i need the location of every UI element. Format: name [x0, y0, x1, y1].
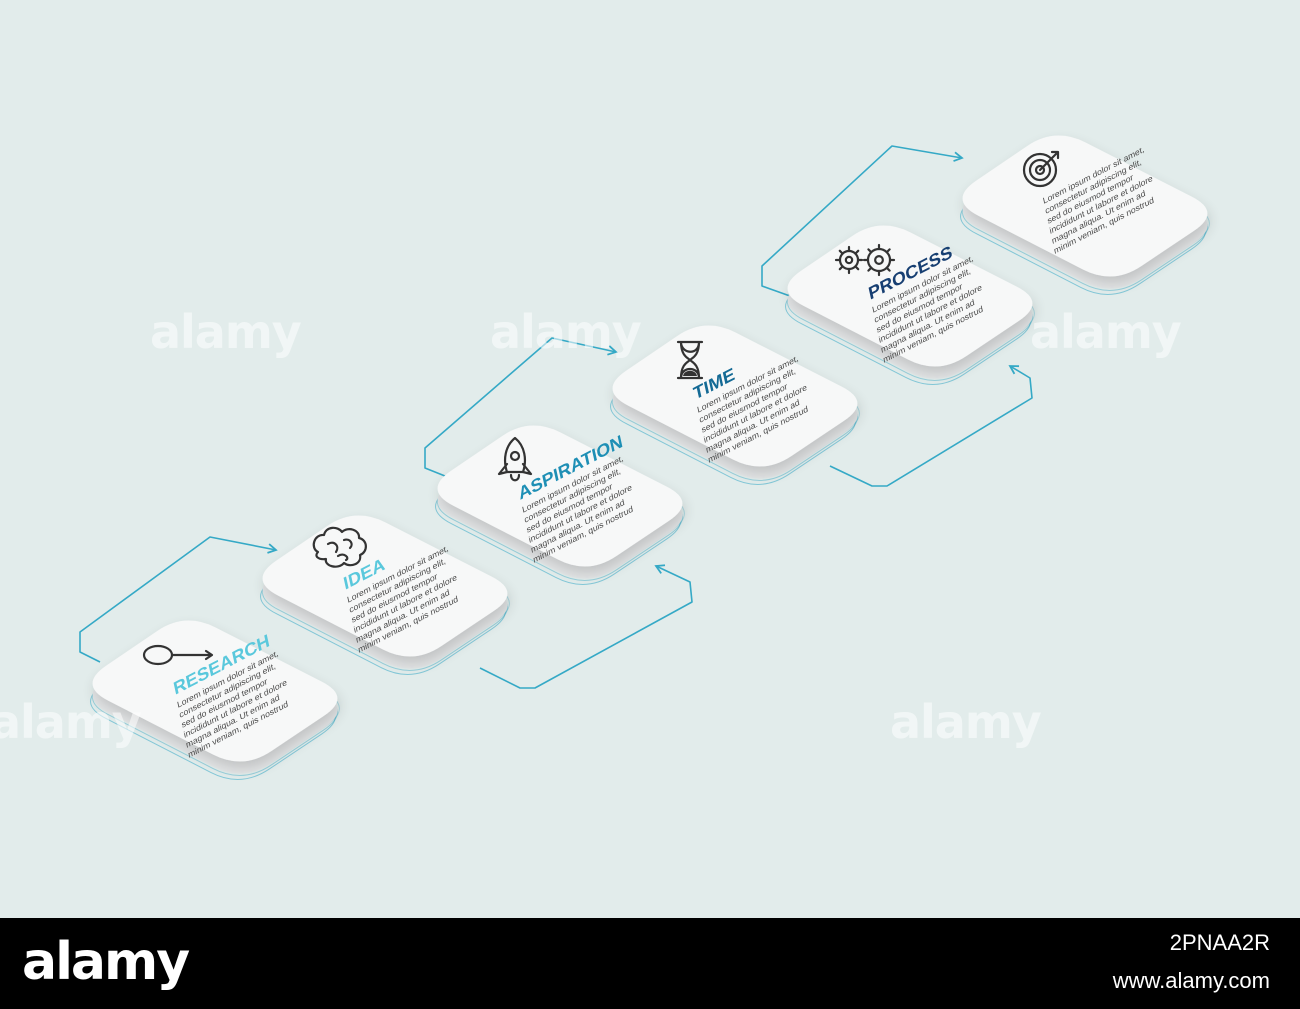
connector-arrow	[829, 365, 1033, 487]
footer-bar: alamy 2PNAA2R www.alamy.com	[0, 918, 1300, 1009]
connector-arrows	[79, 145, 1033, 689]
magnifier-icon	[142, 644, 214, 666]
footer-logo: alamy	[22, 932, 190, 992]
footer-url[interactable]: www.alamy.com	[1112, 968, 1270, 993]
hourglass-icon	[676, 340, 704, 380]
card-top	[262, 515, 508, 657]
connector-arrow	[479, 564, 693, 689]
card-top	[92, 620, 338, 762]
step-card: Lorem ipsum dolor sit amet,consectetur a…	[960, 135, 1210, 295]
target-icon	[1022, 150, 1060, 188]
card-top	[437, 425, 683, 567]
image-id: 2PNAA2R	[1169, 930, 1270, 955]
gears-icon	[834, 243, 896, 277]
card-top	[612, 325, 858, 467]
rocket-icon	[497, 436, 533, 482]
brain-icon	[312, 526, 367, 568]
connector-arrow	[424, 337, 618, 479]
connector-arrow	[761, 145, 964, 297]
card-top	[787, 225, 1033, 367]
connector-arrow	[79, 536, 278, 663]
